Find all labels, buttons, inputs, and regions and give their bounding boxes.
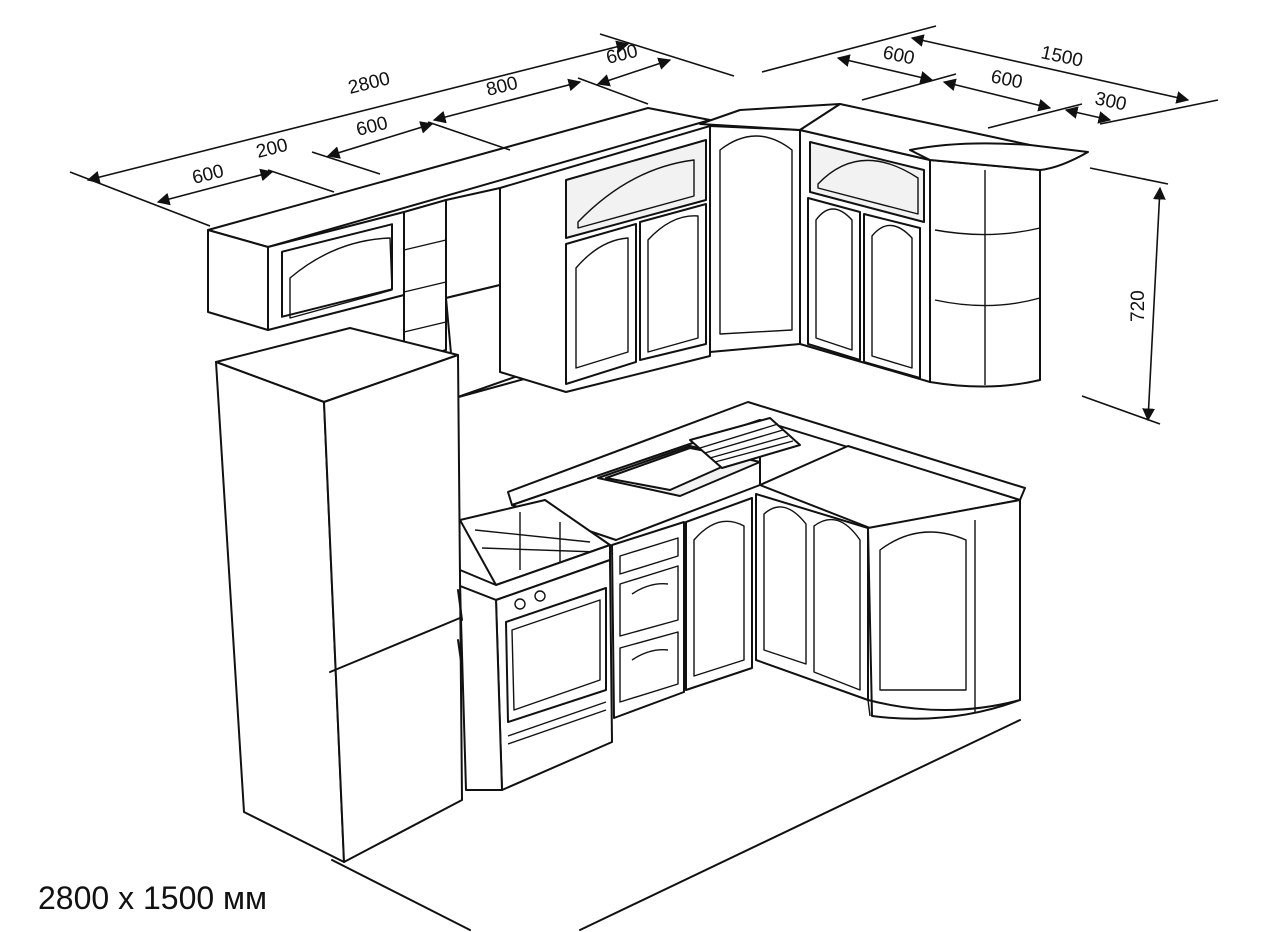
dim-seg-800: 800 xyxy=(484,73,520,101)
dimension-lines xyxy=(69,25,1219,425)
dim-seg-600-a: 600 xyxy=(190,161,226,189)
dim-seg-600-b: 600 xyxy=(354,113,390,141)
lower-cabinets xyxy=(459,401,1026,791)
stove-grates xyxy=(474,512,599,570)
upper-left-glass-door xyxy=(281,223,393,318)
dim-right-600-b: 600 xyxy=(989,66,1024,93)
dim-seg-600-c: 600 xyxy=(604,41,640,69)
sink-drainboard-lines xyxy=(699,423,794,463)
dim-height-720: 720 xyxy=(1128,290,1149,322)
refrigerator xyxy=(215,327,463,863)
floor-lines xyxy=(331,719,1021,931)
dim-seg-200: 200 xyxy=(254,135,290,163)
size-caption: 2800 x 1500 мм xyxy=(38,880,268,916)
dim-right-600-a: 600 xyxy=(881,42,916,69)
dim-total-left: 2800 xyxy=(346,68,392,99)
dim-right-300: 300 xyxy=(1093,88,1128,115)
